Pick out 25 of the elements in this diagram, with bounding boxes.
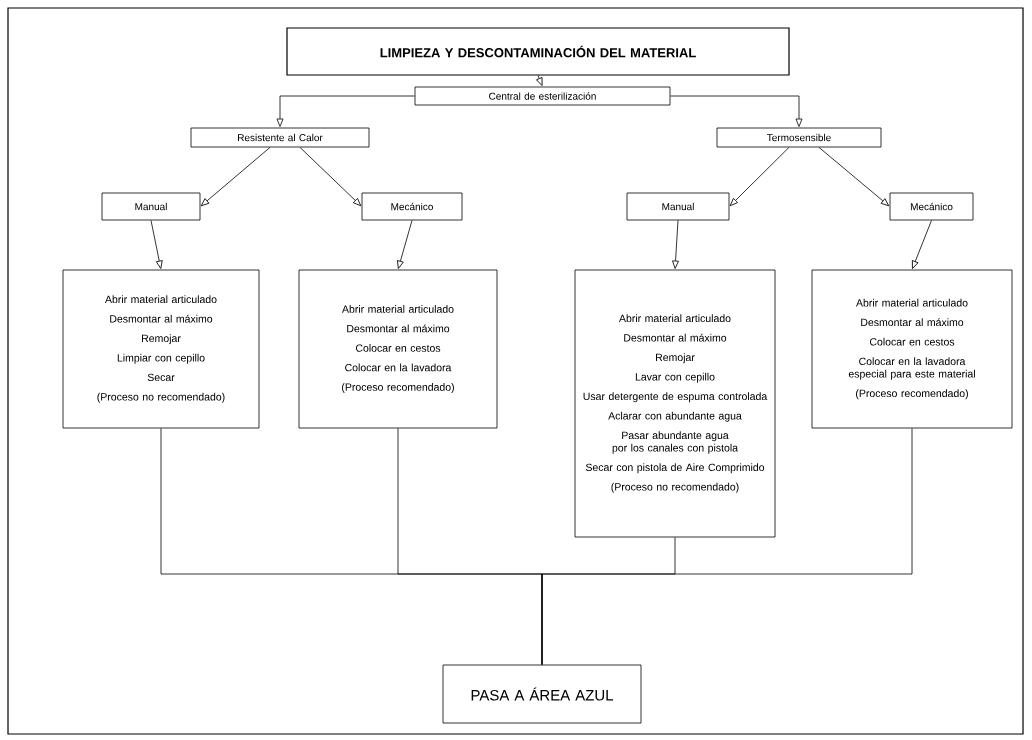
process-box: Mecánico — [361, 192, 463, 221]
title-box: LIMPIEZA Y DESCONTAMINACIÓN DEL MATERIAL — [286, 27, 790, 76]
arrow — [818, 147, 890, 207]
step-box: Abrir material articulado Desmontar al máximo Remojar Lavar con cepillo Usar detergente de espuma controlada Aclarar con abundante agua Pasar abundante agua por los canales con pistola Secar con pistola de Aire Comprimido (Proceso no recomendado) — [574, 269, 776, 538]
arrow — [397, 220, 413, 269]
result-box: PASA A ÁREA AZUL — [442, 664, 642, 724]
arrow — [200, 147, 271, 207]
process-box: Manual — [626, 192, 730, 221]
process-box: Central de esterilización — [414, 86, 671, 106]
arrow — [670, 95, 803, 127]
arrow — [150, 220, 163, 269]
process-box: Resistente al Calor — [190, 127, 370, 148]
arrow — [536, 75, 543, 86]
process-box: Termosensible — [716, 127, 882, 148]
arrow — [672, 220, 679, 269]
arrow — [276, 95, 415, 127]
step-box: Abrir material articulado Desmontar al máximo Colocar en cestos Colocar en la lavadora (Proceso recomendado) — [298, 269, 498, 429]
connector-line — [541, 428, 913, 665]
arrow — [729, 147, 790, 207]
arrow — [911, 220, 932, 269]
arrow — [299, 147, 362, 207]
step-box: Abrir material articulado Desmontar al máximo Remojar Limpiar con cepillo Secar (Proceso no recomendado) — [62, 269, 260, 429]
process-box: Manual — [101, 192, 201, 221]
process-box: Mecánico — [889, 192, 974, 221]
step-box: Abrir material articulado Desmontar al máximo Colocar en cestos Colocar en la lavadora especial para este material (Proceso recomendado) — [811, 269, 1013, 429]
